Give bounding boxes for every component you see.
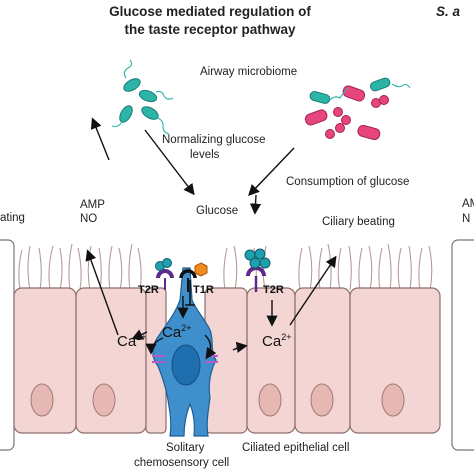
ciliary-beating-label: Ciliary beating <box>322 216 395 228</box>
cell-nuclei <box>30 383 405 417</box>
normalizing-glucose-label-1: Normalizing glucose <box>162 134 266 146</box>
left-panel-ciliary-cut: ating <box>0 212 25 224</box>
solitary-label-1: Solitary <box>166 442 205 454</box>
no-label: NO <box>80 213 98 225</box>
t2r-label-left: T2R <box>138 284 159 296</box>
sc-nucleus <box>171 344 201 386</box>
pink-bacteria <box>304 85 389 141</box>
right-panel-title-cut: S. a <box>436 4 461 19</box>
epithelial-cells <box>13 287 441 434</box>
inhibition-line <box>185 280 195 306</box>
right-panel-edge <box>451 239 474 451</box>
bacteria-flagella-right <box>329 83 411 101</box>
pathway-arrows <box>85 117 337 360</box>
cilia <box>18 243 433 291</box>
ca-center-label: Ca2+ <box>162 323 192 341</box>
t2r-receptor-left <box>155 258 174 290</box>
t2r-label-right: T2R <box>263 284 284 296</box>
teal-bacteria-left <box>119 78 159 123</box>
title-line-2: the taste receptor pathway <box>124 22 296 37</box>
normalizing-glucose-label-2: levels <box>190 149 220 161</box>
consumption-of-glucose-label: Consumption of glucose <box>286 176 410 188</box>
glucose-label: Glucose <box>196 205 239 217</box>
amp-label: AMP <box>80 199 105 211</box>
bacteria-flagella-left <box>111 59 174 135</box>
t2r-receptor-right <box>244 248 271 292</box>
right-panel-no-cut: N <box>462 213 471 225</box>
ca-left-label: Ca2+ <box>117 332 147 350</box>
teal-bacteria-right <box>309 77 391 104</box>
t1r-label: T1R <box>193 284 214 296</box>
t1r-receptor <box>179 262 208 292</box>
ca-right-label: Ca2+ <box>262 332 292 350</box>
ciliated-epithelial-label: Ciliated epithelial cell <box>242 442 350 454</box>
left-panel-edge <box>0 239 15 451</box>
solitary-label-2: chemosensory cell <box>134 457 230 469</box>
title-line-1: Glucose mediated regulation of <box>109 4 311 19</box>
airway-microbiome-label: Airway microbiome <box>200 66 298 78</box>
right-panel-amp-cut: AM <box>462 198 474 210</box>
